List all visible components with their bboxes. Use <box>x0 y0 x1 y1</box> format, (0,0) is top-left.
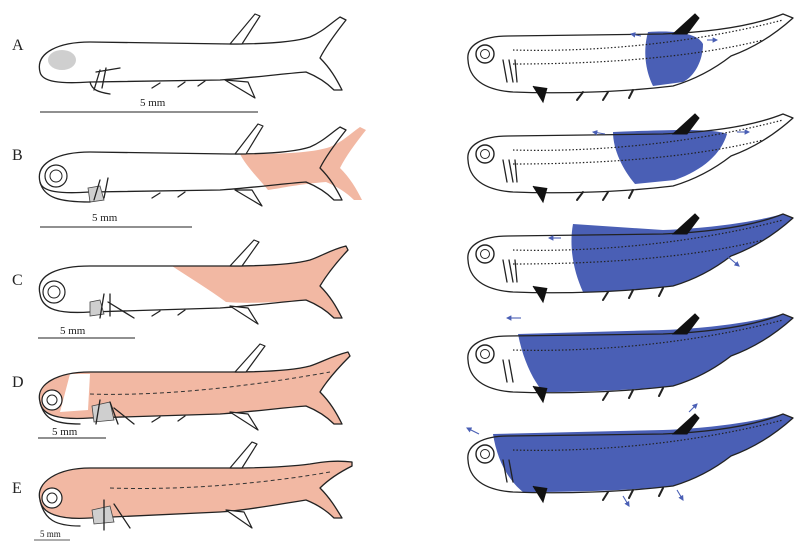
juvenile-drawing-1 <box>468 14 793 102</box>
scale-label-c: 5 mm <box>60 325 86 337</box>
panel-e: E 5 mm <box>12 442 352 540</box>
panel-b: B 5 mm <box>12 124 366 227</box>
panel-label-e: E <box>12 480 22 497</box>
larva-d-drawing <box>39 344 350 430</box>
juvenile-drawing-4 <box>468 314 793 402</box>
scale-label-a: 5 mm <box>140 97 166 109</box>
panel-label-b: B <box>12 147 23 164</box>
juvenile-drawing-2 <box>468 114 793 202</box>
scale-label-b: 5 mm <box>92 212 118 224</box>
panel-d: D 5 mm <box>12 344 350 438</box>
larva-e-drawing <box>39 442 352 530</box>
scale-label-e: 5 mm <box>40 529 61 539</box>
panel-a: A 5 mm <box>12 14 346 112</box>
panel-label-d: D <box>12 374 24 391</box>
larva-c-drawing <box>39 240 348 324</box>
juvenile-drawing-5 <box>467 404 793 506</box>
panel-label-a: A <box>12 37 24 54</box>
larva-a-drawing <box>39 14 346 98</box>
panel-c: C 5 mm <box>12 240 348 338</box>
scale-label-d: 5 mm <box>52 426 78 438</box>
panel-label-c: C <box>12 272 23 289</box>
larva-b-drawing <box>39 124 366 206</box>
juvenile-drawing-3 <box>468 214 793 302</box>
